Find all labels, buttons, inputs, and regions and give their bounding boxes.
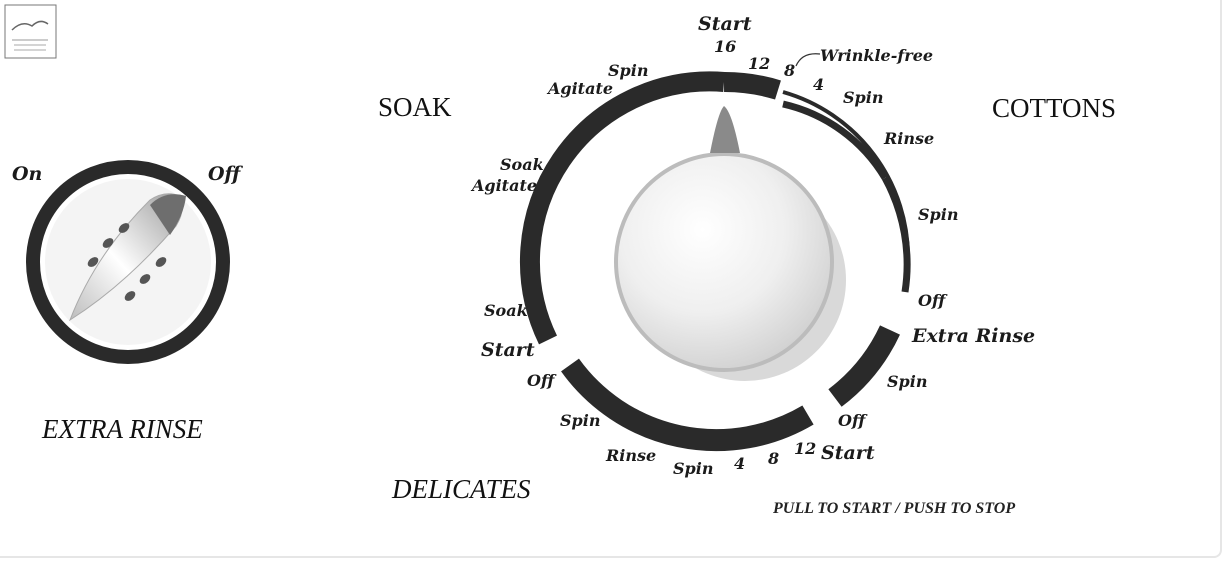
delicates-spin2-label: Spin [560,411,600,430]
cottons-4-label: 4 [813,75,824,94]
extra-rinse-title: EXTRA RINSE [41,414,203,444]
delicates-start-label: Start [821,442,875,464]
cottons-rinse-label: Rinse [883,129,934,148]
cottons-8-label: 8 [783,61,795,80]
cottons-spin2-label: Spin [918,205,958,224]
cottons-section-title: COTTONS [992,93,1116,123]
soak-soak-label: Soak [484,301,528,320]
soak-section-title: SOAK [378,92,452,122]
soak-start-label: Start [481,339,535,361]
delicates-rinse-label: Rinse [605,446,656,465]
extra-rinse-off-label: Off [208,163,244,185]
delicates-spin-label: Spin [673,459,713,478]
wrinkle-free-leader [796,54,820,66]
cottons-wrinkle-free-label: Wrinkle-free [820,46,933,65]
delicates-off-label: Off [527,371,557,390]
extra-rinse-off-label-2: Off [838,411,868,430]
delicates-12-label: 12 [794,439,816,458]
soak-spin-label: Spin [608,61,648,80]
soak-agitate-label: Agitate [546,79,613,98]
cottons-off-label: Off [918,291,948,310]
extra-rinse-on-label: On [12,163,42,185]
cottons-16-label: 16 [714,37,736,56]
soak-agitate-label-2: Agitate [470,176,537,195]
cottons-start-label: Start [698,13,752,35]
extra-rinse-knob[interactable] [33,167,223,357]
energy-guide-logo [5,5,56,58]
delicates-section-title: DELICATES [391,474,531,504]
cottons-12-label: 12 [748,54,770,73]
cottons-spin-label: Spin [843,88,883,107]
extra-rinse-spin-label: Spin [887,372,927,391]
cycle-pointer-icon [710,106,740,153]
extra-rinse-cycle-label: Extra Rinse [911,325,1035,347]
delicates-4-label: 4 [734,454,745,473]
pull-push-instruction: PULL TO START / PUSH TO STOP [772,500,1015,517]
cycle-selector-knob[interactable] [616,106,846,381]
soak-soak-agitate-label: Soak [500,155,544,174]
delicates-8-label: 8 [767,449,779,468]
